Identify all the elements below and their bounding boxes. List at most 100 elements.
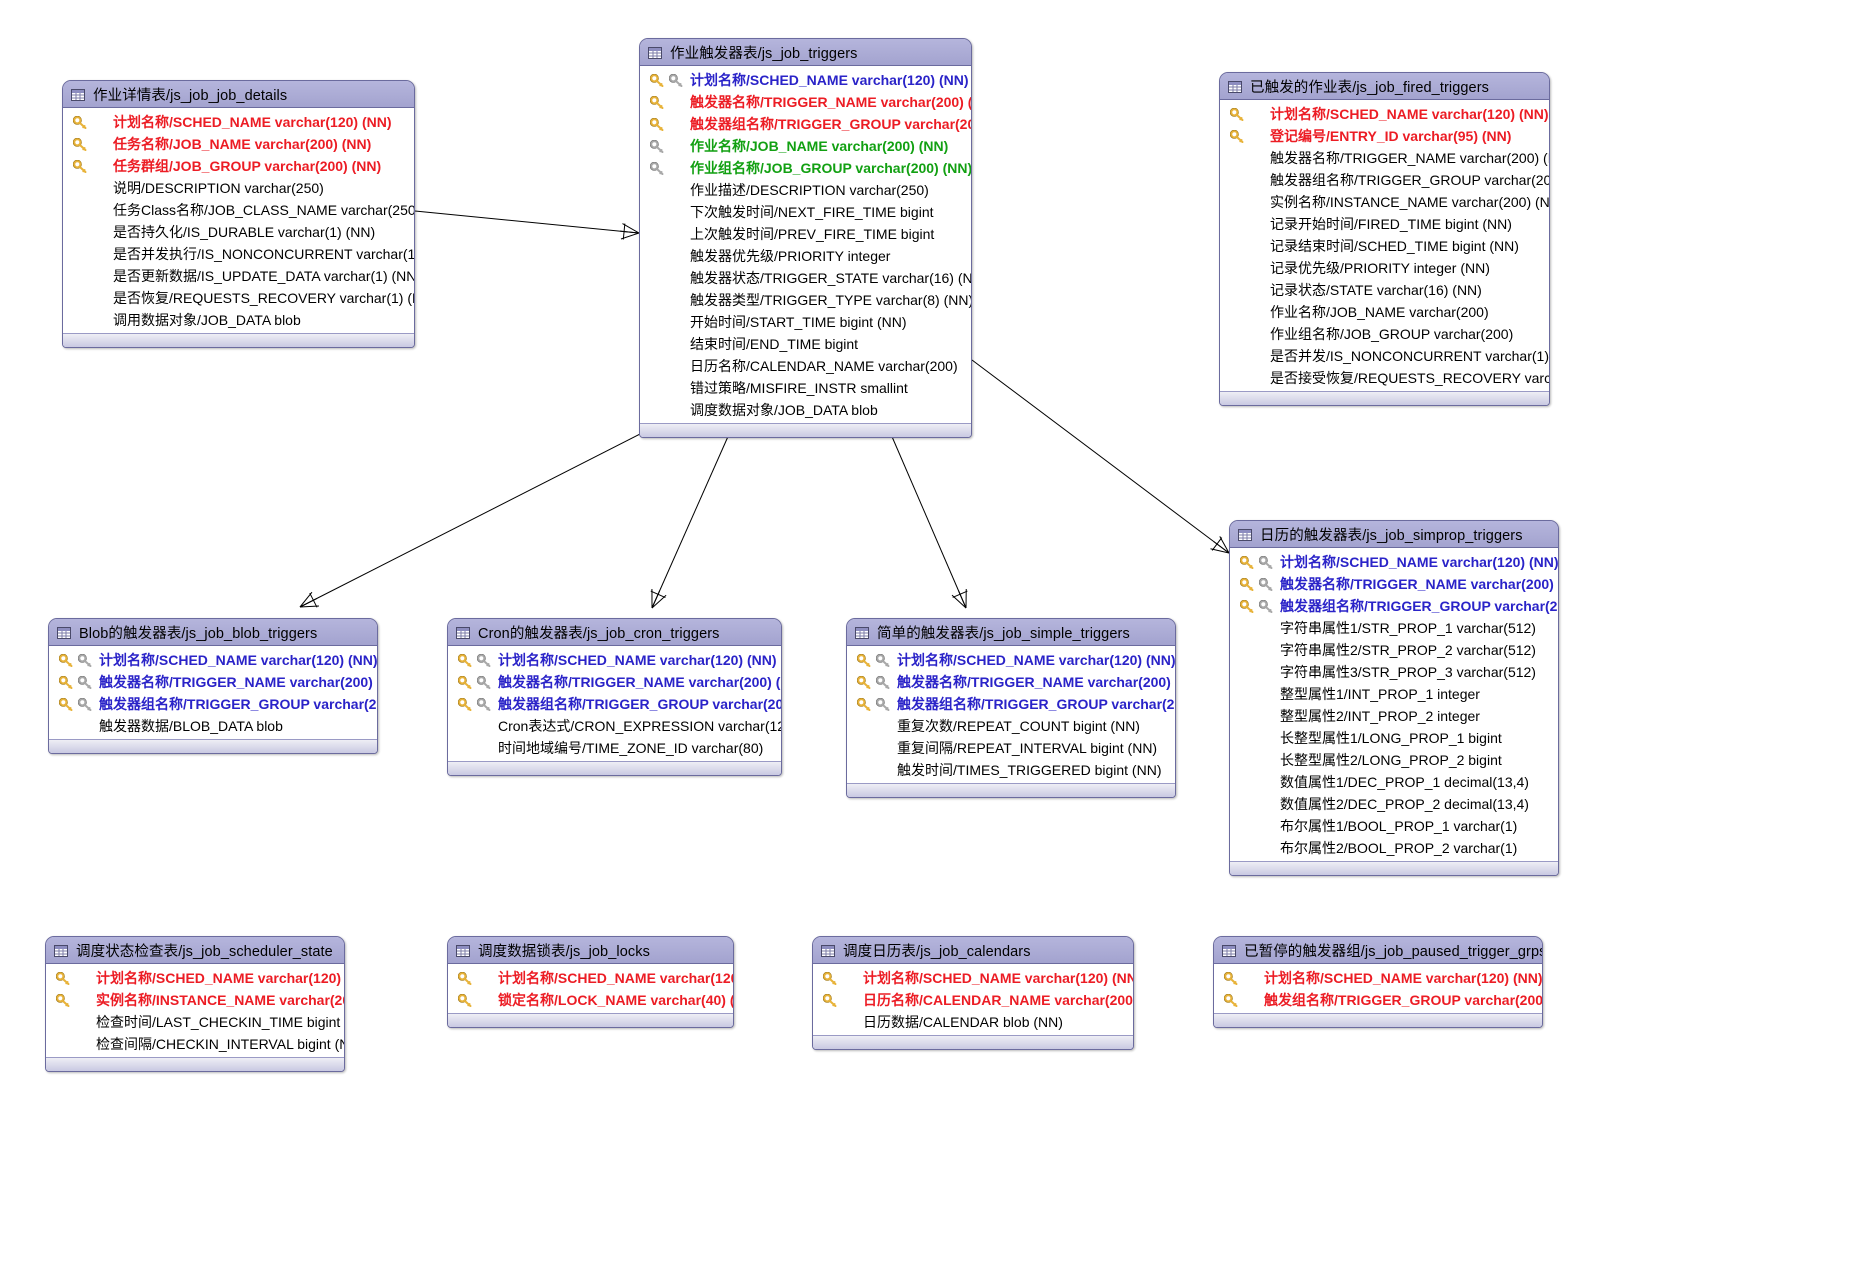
attribute-row[interactable]: 上次触发时间/PREV_FIRE_TIME bigint	[640, 223, 971, 245]
attribute-row[interactable]: 实例名称/INSTANCE_NAME varchar(200) (NN)	[46, 989, 344, 1011]
attribute-row[interactable]: 记录结束时间/SCHED_TIME bigint (NN)	[1220, 235, 1549, 257]
attribute-row[interactable]: 触发器名称/TRIGGER_NAME varchar(200) (NN)	[847, 671, 1175, 693]
entity-header-simple_triggers[interactable]: 简单的触发器表/js_job_simple_triggers	[847, 619, 1175, 646]
attribute-row[interactable]: 是否更新数据/IS_UPDATE_DATA varchar(1) (NN)	[63, 265, 414, 287]
attribute-row[interactable]: 结束时间/END_TIME bigint	[640, 333, 971, 355]
entity-blob_triggers[interactable]: Blob的触发器表/js_job_blob_triggers 计划名称/SCHED…	[48, 618, 378, 754]
entity-header-blob_triggers[interactable]: Blob的触发器表/js_job_blob_triggers	[49, 619, 377, 646]
attribute-row[interactable]: 记录开始时间/FIRED_TIME bigint (NN)	[1220, 213, 1549, 235]
attribute-row[interactable]: 数值属性2/DEC_PROP_2 decimal(13,4)	[1230, 793, 1558, 815]
attribute-row[interactable]: 触发器组名称/TRIGGER_GROUP varchar(200) (NN)	[1220, 169, 1549, 191]
attribute-row[interactable]: 计划名称/SCHED_NAME varchar(120) (NN)	[847, 649, 1175, 671]
entity-header-paused_trigger_grps[interactable]: 已暂停的触发器组/js_job_paused_trigger_grps	[1214, 937, 1542, 964]
attribute-row[interactable]: 计划名称/SCHED_NAME varchar(120) (NN)	[448, 649, 781, 671]
entity-fired_triggers[interactable]: 已触发的作业表/js_job_fired_triggers 计划名称/SCHED_…	[1219, 72, 1550, 406]
attribute-row[interactable]: 字符串属性2/STR_PROP_2 varchar(512)	[1230, 639, 1558, 661]
entity-cron_triggers[interactable]: Cron的触发器表/js_job_cron_triggers 计划名称/SCHED…	[447, 618, 782, 776]
attribute-row[interactable]: Cron表达式/CRON_EXPRESSION varchar(120) (NN…	[448, 715, 781, 737]
attribute-row[interactable]: 数值属性1/DEC_PROP_1 decimal(13,4)	[1230, 771, 1558, 793]
attribute-row[interactable]: 开始时间/START_TIME bigint (NN)	[640, 311, 971, 333]
entity-header-locks[interactable]: 调度数据锁表/js_job_locks	[448, 937, 733, 964]
attribute-row[interactable]: 任务Class名称/JOB_CLASS_NAME varchar(250) (N…	[63, 199, 414, 221]
attribute-row[interactable]: 整型属性1/INT_PROP_1 integer	[1230, 683, 1558, 705]
entity-header-fired_triggers[interactable]: 已触发的作业表/js_job_fired_triggers	[1220, 73, 1549, 100]
attribute-row[interactable]: 下次触发时间/NEXT_FIRE_TIME bigint	[640, 201, 971, 223]
attribute-row[interactable]: 布尔属性2/BOOL_PROP_2 varchar(1)	[1230, 837, 1558, 859]
attribute-row[interactable]: 检查时间/LAST_CHECKIN_TIME bigint (NN)	[46, 1011, 344, 1033]
attribute-row[interactable]: 调用数据对象/JOB_DATA blob	[63, 309, 414, 331]
attribute-row[interactable]: 重复次数/REPEAT_COUNT bigint (NN)	[847, 715, 1175, 737]
attribute-row[interactable]: 是否接受恢复/REQUESTS_RECOVERY varchar(1)	[1220, 367, 1549, 389]
attribute-row[interactable]: 触发器组名称/TRIGGER_GROUP varchar(200) (NN)	[847, 693, 1175, 715]
attribute-row[interactable]: 是否并发执行/IS_NONCONCURRENT varchar(1) (NN)	[63, 243, 414, 265]
attribute-row[interactable]: 触发器名称/TRIGGER_NAME varchar(200) (NN)	[448, 671, 781, 693]
attribute-row[interactable]: 任务名称/JOB_NAME varchar(200) (NN)	[63, 133, 414, 155]
attribute-row[interactable]: 触发时间/TIMES_TRIGGERED bigint (NN)	[847, 759, 1175, 781]
entity-header-scheduler_state[interactable]: 调度状态检查表/js_job_scheduler_state	[46, 937, 344, 964]
attribute-row[interactable]: 计划名称/SCHED_NAME varchar(120) (NN)	[49, 649, 377, 671]
entity-job_triggers[interactable]: 作业触发器表/js_job_triggers 计划名称/SCHED_NAME va…	[639, 38, 972, 438]
attribute-row[interactable]: 计划名称/SCHED_NAME varchar(120) (NN)	[46, 967, 344, 989]
attribute-row[interactable]: 触发组名称/TRIGGER_GROUP varchar(200) (NN)	[1214, 989, 1542, 1011]
attribute-row[interactable]: 日历数据/CALENDAR blob (NN)	[813, 1011, 1133, 1033]
attribute-row[interactable]: 触发器名称/TRIGGER_NAME varchar(200) (NN)	[1230, 573, 1558, 595]
attribute-row[interactable]: 作业组名称/JOB_GROUP varchar(200) (NN)	[640, 157, 971, 179]
attribute-row[interactable]: 作业组名称/JOB_GROUP varchar(200)	[1220, 323, 1549, 345]
attribute-row[interactable]: 计划名称/SCHED_NAME varchar(120) (NN)	[1230, 551, 1558, 573]
attribute-row[interactable]: 触发器数据/BLOB_DATA blob	[49, 715, 377, 737]
attribute-row[interactable]: 长整型属性1/LONG_PROP_1 bigint	[1230, 727, 1558, 749]
entity-header-simprop_triggers[interactable]: 日历的触发器表/js_job_simprop_triggers	[1230, 521, 1558, 548]
attribute-row[interactable]: 检查间隔/CHECKIN_INTERVAL bigint (NN)	[46, 1033, 344, 1055]
attribute-row[interactable]: 计划名称/SCHED_NAME varchar(120) (NN)	[448, 967, 733, 989]
entity-header-job_details[interactable]: 作业详情表/js_job_job_details	[63, 81, 414, 108]
attribute-row[interactable]: 作业名称/JOB_NAME varchar(200) (NN)	[640, 135, 971, 157]
attribute-row[interactable]: 触发器状态/TRIGGER_STATE varchar(16) (NN)	[640, 267, 971, 289]
entity-header-job_triggers[interactable]: 作业触发器表/js_job_triggers	[640, 39, 971, 66]
attribute-row[interactable]: 触发器组名称/TRIGGER_GROUP varchar(200) (NN)	[49, 693, 377, 715]
attribute-row[interactable]: 长整型属性2/LONG_PROP_2 bigint	[1230, 749, 1558, 771]
attribute-row[interactable]: 计划名称/SCHED_NAME varchar(120) (NN)	[640, 69, 971, 91]
attribute-row[interactable]: 布尔属性1/BOOL_PROP_1 varchar(1)	[1230, 815, 1558, 837]
attribute-row[interactable]: 实例名称/INSTANCE_NAME varchar(200) (NN)	[1220, 191, 1549, 213]
entity-simple_triggers[interactable]: 简单的触发器表/js_job_simple_triggers 计划名称/SCHED…	[846, 618, 1176, 798]
attribute-row[interactable]: 计划名称/SCHED_NAME varchar(120) (NN)	[813, 967, 1133, 989]
attribute-row[interactable]: 触发器优先级/PRIORITY integer	[640, 245, 971, 267]
entity-job_details[interactable]: 作业详情表/js_job_job_details 计划名称/SCHED_NAME …	[62, 80, 415, 348]
attribute-row[interactable]: 字符串属性3/STR_PROP_3 varchar(512)	[1230, 661, 1558, 683]
entity-calendars[interactable]: 调度日历表/js_job_calendars 计划名称/SCHED_NAME va…	[812, 936, 1134, 1050]
attribute-row[interactable]: 是否并发/IS_NONCONCURRENT varchar(1)	[1220, 345, 1549, 367]
attribute-row[interactable]: 错过策略/MISFIRE_INSTR smallint	[640, 377, 971, 399]
attribute-row[interactable]: 记录优先级/PRIORITY integer (NN)	[1220, 257, 1549, 279]
attribute-row[interactable]: 任务群组/JOB_GROUP varchar(200) (NN)	[63, 155, 414, 177]
attribute-row[interactable]: 计划名称/SCHED_NAME varchar(120) (NN)	[63, 111, 414, 133]
attribute-row[interactable]: 说明/DESCRIPTION varchar(250)	[63, 177, 414, 199]
attribute-row[interactable]: 调度数据对象/JOB_DATA blob	[640, 399, 971, 421]
attribute-row[interactable]: 日历名称/CALENDAR_NAME varchar(200)	[640, 355, 971, 377]
attribute-row[interactable]: 触发器组名称/TRIGGER_GROUP varchar(200) (NN)	[448, 693, 781, 715]
attribute-row[interactable]: 计划名称/SCHED_NAME varchar(120) (NN)	[1220, 103, 1549, 125]
attribute-row[interactable]: 触发器名称/TRIGGER_NAME varchar(200) (NN)	[1220, 147, 1549, 169]
attribute-row[interactable]: 字符串属性1/STR_PROP_1 varchar(512)	[1230, 617, 1558, 639]
attribute-row[interactable]: 日历名称/CALENDAR_NAME varchar(200) (NN)	[813, 989, 1133, 1011]
entity-paused_trigger_grps[interactable]: 已暂停的触发器组/js_job_paused_trigger_grps 计划名称/…	[1213, 936, 1543, 1028]
attribute-row[interactable]: 重复间隔/REPEAT_INTERVAL bigint (NN)	[847, 737, 1175, 759]
attribute-row[interactable]: 时间地域编号/TIME_ZONE_ID varchar(80)	[448, 737, 781, 759]
attribute-row[interactable]: 触发器组名称/TRIGGER_GROUP varchar(200) (NN)	[640, 113, 971, 135]
entity-header-calendars[interactable]: 调度日历表/js_job_calendars	[813, 937, 1133, 964]
attribute-row[interactable]: 是否持久化/IS_DURABLE varchar(1) (NN)	[63, 221, 414, 243]
attribute-row[interactable]: 作业描述/DESCRIPTION varchar(250)	[640, 179, 971, 201]
attribute-row[interactable]: 整型属性2/INT_PROP_2 integer	[1230, 705, 1558, 727]
entity-scheduler_state[interactable]: 调度状态检查表/js_job_scheduler_state 计划名称/SCHED…	[45, 936, 345, 1072]
attribute-row[interactable]: 作业名称/JOB_NAME varchar(200)	[1220, 301, 1549, 323]
attribute-row[interactable]: 触发器组名称/TRIGGER_GROUP varchar(200) (NN)	[1230, 595, 1558, 617]
attribute-row[interactable]: 是否恢复/REQUESTS_RECOVERY varchar(1) (NN)	[63, 287, 414, 309]
attribute-row[interactable]: 登记编号/ENTRY_ID varchar(95) (NN)	[1220, 125, 1549, 147]
attribute-row[interactable]: 锁定名称/LOCK_NAME varchar(40) (NN)	[448, 989, 733, 1011]
entity-locks[interactable]: 调度数据锁表/js_job_locks 计划名称/SCHED_NAME varch…	[447, 936, 734, 1028]
attribute-row[interactable]: 触发器类型/TRIGGER_TYPE varchar(8) (NN)	[640, 289, 971, 311]
attribute-row[interactable]: 触发器名称/TRIGGER_NAME varchar(200) (NN)	[640, 91, 971, 113]
attribute-row[interactable]: 触发器名称/TRIGGER_NAME varchar(200) (NN)	[49, 671, 377, 693]
attribute-row[interactable]: 计划名称/SCHED_NAME varchar(120) (NN)	[1214, 967, 1542, 989]
entity-header-cron_triggers[interactable]: Cron的触发器表/js_job_cron_triggers	[448, 619, 781, 646]
entity-simprop_triggers[interactable]: 日历的触发器表/js_job_simprop_triggers 计划名称/SCHE…	[1229, 520, 1559, 876]
